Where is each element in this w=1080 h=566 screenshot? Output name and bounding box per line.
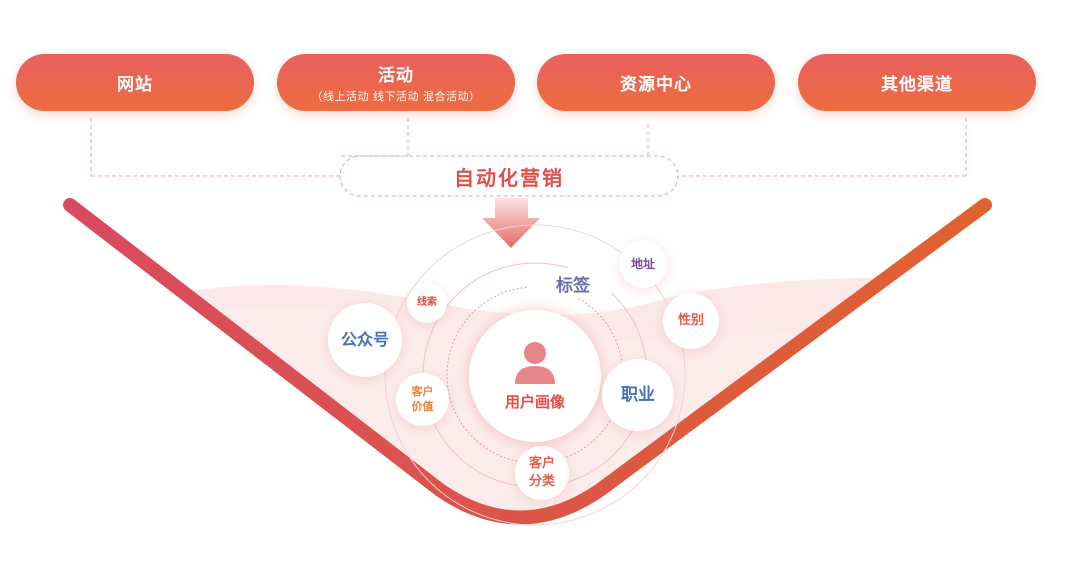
user-icon [515, 341, 555, 384]
node-leads: 线索 [407, 283, 447, 323]
channel-title: 活动 [378, 66, 414, 86]
node-label: 线索 [417, 297, 437, 309]
node-customer-classification: 客户 分类 [515, 446, 569, 500]
channel-title: 网站 [117, 75, 153, 95]
automation-marketing-label: 自动化营销 [454, 165, 564, 190]
channel-events[interactable]: 活动 （线上活动 线下活动 混合活动） [277, 54, 515, 111]
node-customer-value: 客户 价值 [396, 373, 449, 426]
node-occupation: 职业 [602, 359, 674, 431]
node-label: 性别 [677, 313, 704, 329]
node-label: 客户 [528, 456, 555, 472]
node-label: 地址 [630, 256, 655, 271]
channel-title: 资源中心 [620, 75, 692, 95]
node-address: 地址 [619, 240, 667, 288]
channel-other[interactable]: 其他渠道 [798, 54, 1036, 111]
node-gender: 性别 [663, 293, 719, 349]
channel-title: 其他渠道 [881, 75, 953, 95]
node-official-account: 公众号 [328, 303, 402, 377]
node-label: 职业 [621, 384, 655, 405]
channel-resource-center[interactable]: 资源中心 [537, 54, 775, 111]
user-portrait-label: 用户画像 [504, 392, 565, 411]
node-label: 分类 [528, 474, 555, 489]
channel-subtitle: （线上活动 线下活动 混合活动） [311, 90, 481, 103]
user-portrait-node: 用户画像 [469, 310, 601, 442]
node-label: 价值 [411, 399, 434, 413]
tag-label: 标签 [528, 268, 618, 298]
node-label: 客户 [411, 384, 434, 398]
channel-website[interactable]: 网站 [16, 54, 254, 111]
node-label: 公众号 [340, 330, 389, 350]
